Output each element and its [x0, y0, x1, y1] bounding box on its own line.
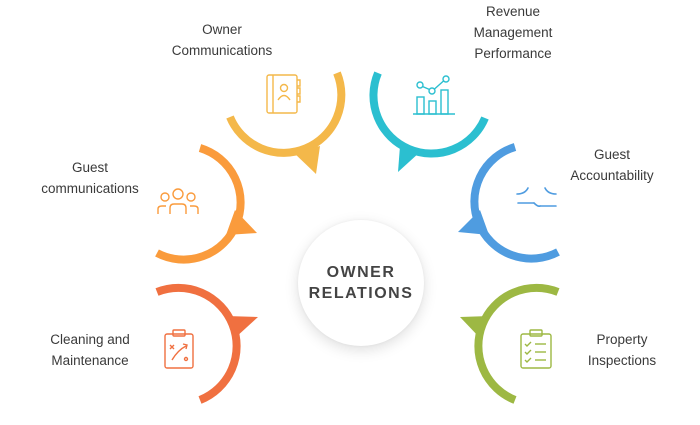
center-hub: OWNER RELATIONS	[298, 220, 424, 346]
pointer-owner-communications	[293, 146, 320, 174]
label-line: Property	[596, 332, 648, 347]
node-guest-accountability	[458, 143, 560, 263]
arc-guest-communications	[155, 144, 245, 264]
face-neutral-icon	[516, 187, 557, 207]
label-line: communications	[41, 181, 139, 196]
pointer-cleaning	[226, 316, 258, 338]
node-guest-communications	[155, 144, 257, 264]
arc-owner-communications	[226, 71, 346, 157]
node-revenue-management-performance	[369, 71, 489, 172]
label-owner-communications: Owner Communications	[172, 19, 273, 61]
arc-cleaning	[155, 283, 241, 404]
label-line: Inspections	[587, 353, 657, 368]
label-line: Accountability	[570, 168, 654, 183]
label-property-inspections: Property Inspections	[588, 329, 656, 371]
address-book-icon	[266, 74, 301, 114]
center-title-line2: RELATIONS	[308, 285, 414, 302]
clipboard-plan-icon	[164, 329, 194, 369]
label-line: Performance	[474, 46, 552, 61]
label-line: Cleaning and	[50, 332, 130, 347]
pointer-property	[460, 316, 490, 338]
label-line: Communications	[171, 43, 273, 58]
pointer-guest-communications	[226, 210, 257, 235]
label-line: Owner	[202, 22, 242, 37]
people-group-icon	[157, 188, 199, 214]
bar-chart-trend-icon	[413, 75, 455, 115]
node-cleaning-and-maintenance	[155, 283, 258, 404]
label-guest-accountability: Guest Accountability	[570, 144, 653, 186]
label-guest-communications: Guest communications	[41, 157, 139, 199]
label-line: Maintenance	[51, 353, 129, 368]
arc-property	[474, 283, 560, 404]
pointer-revenue	[398, 146, 420, 172]
label-cleaning-and-maintenance: Cleaning and Maintenance	[50, 329, 130, 371]
label-line: Guest	[71, 160, 109, 175]
pointer-guest-accountability	[458, 210, 489, 235]
label-line: Management	[473, 25, 553, 40]
center-title-line1: OWNER	[326, 264, 396, 281]
arc-guest-accountability	[470, 143, 560, 263]
node-property-inspections	[460, 283, 560, 404]
label-line: Guest	[593, 147, 631, 162]
node-owner-communications	[226, 71, 346, 174]
label-line: Revenue	[485, 4, 541, 19]
checklist-icon	[520, 329, 552, 369]
label-revenue-management-performance: Revenue Management Performance	[474, 1, 553, 64]
